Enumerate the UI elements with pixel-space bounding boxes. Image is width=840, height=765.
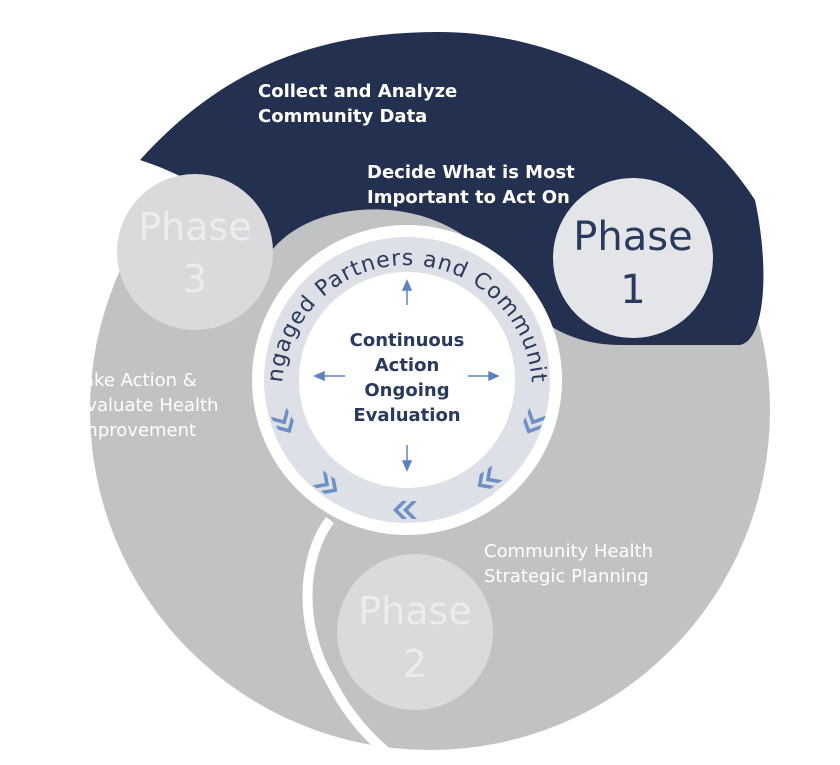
ring-chevrons (270, 407, 546, 519)
arrow-left-icon (313, 370, 345, 382)
phase1-step2-line2: Important to Act On (367, 187, 570, 208)
chevron-icon (270, 407, 294, 433)
center-text-line3: Ongoing (364, 380, 449, 401)
center-text-line4: Evaluation (353, 405, 460, 426)
phase1-step1-line2: Community Data (258, 106, 427, 127)
phase1-label-word: Phase (573, 214, 692, 260)
arrow-down-icon (401, 445, 413, 472)
center-arrows (313, 279, 500, 472)
center-text-line1: Continuous (350, 330, 465, 351)
phase2-desc-line1: Community Health (484, 541, 653, 562)
swirl-divider (302, 517, 394, 759)
phase3-desc-line3: Improvement (75, 420, 196, 441)
center-text-line2: Action (375, 355, 440, 376)
chevron-icon (312, 470, 338, 494)
phase3-label-number: 3 (183, 257, 207, 301)
phase1-label-number: 1 (620, 267, 645, 313)
chevron-icon (393, 501, 417, 519)
phase1-step2-line1: Decide What is Most (367, 162, 575, 183)
phase3-desc-line2: Evaluate Health (75, 395, 218, 416)
chevron-icon (477, 465, 503, 489)
phase1-circle (553, 178, 713, 338)
phase2-label-number: 2 (403, 642, 427, 686)
phase3-circle (117, 174, 273, 330)
phase2-label-word: Phase (358, 589, 471, 633)
phase2-circle (337, 554, 493, 710)
phase3-label-word: Phase (138, 205, 251, 249)
arrow-right-icon (468, 370, 500, 382)
phase2-desc-line2: Strategic Planning (484, 566, 649, 587)
center-inner-circle (299, 272, 515, 488)
phase3-desc-line1: Take Action & (74, 370, 197, 391)
phase1-step1-line1: Collect and Analyze (258, 81, 457, 102)
chevron-icon (523, 408, 546, 434)
arrow-up-icon (401, 279, 413, 305)
